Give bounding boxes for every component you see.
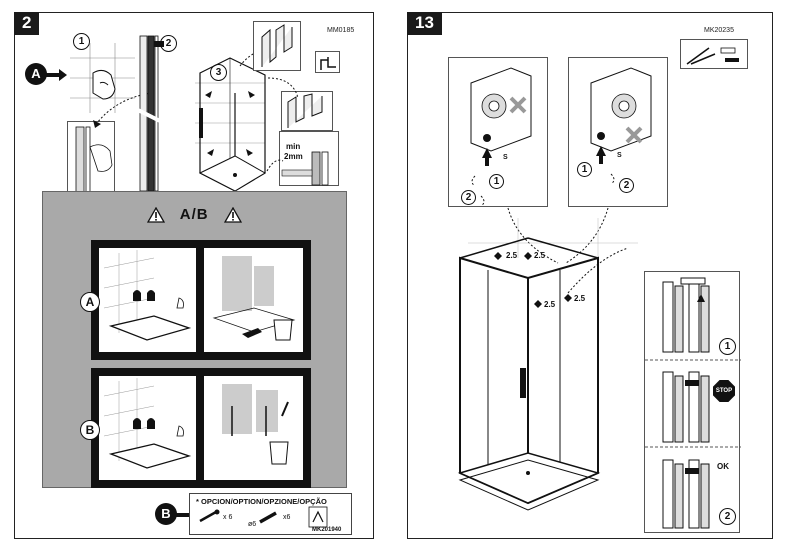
step-2-marker: 2: [461, 190, 476, 205]
step-1-marker: 1: [577, 162, 592, 177]
measurement-label: 2.5: [534, 251, 546, 260]
scenario-b-frame: [91, 368, 311, 488]
screw-icon: [199, 509, 220, 523]
plug-diameter: ø6: [248, 521, 257, 528]
ab-warning-panel: A/B: [42, 191, 347, 488]
part-code: MM0185: [327, 27, 355, 34]
step-2-marker: 2: [719, 508, 736, 525]
enclosure-install-illustration: [195, 57, 266, 192]
measurement-label: 2.5: [574, 294, 586, 303]
handle-icon-inset: [315, 51, 340, 73]
step-1-marker: 1: [719, 338, 736, 355]
warning-triangle-icon: [147, 207, 166, 223]
step-number-badge: 13: [407, 12, 442, 35]
options-title: * OPCION/OPTION/OPZIONE/OPÇÃO: [196, 497, 327, 506]
adjustment-detail-right: S 1 2: [568, 57, 668, 207]
step-3-marker: 3: [210, 64, 227, 81]
dashed-arrow-icon: [93, 92, 153, 128]
s-label: S: [617, 152, 622, 159]
dashed-arrow-icon: [266, 159, 284, 172]
scenario-b-label: B: [80, 420, 100, 440]
measurement-label: 2.5: [544, 300, 556, 309]
scenario-a-tiling: [99, 248, 196, 352]
profile-detail-inset-mid: [281, 91, 333, 131]
profile-detail-inset-top: [253, 21, 301, 71]
instruction-page-step-13: 13 MK20235 S 1 2: [407, 12, 773, 539]
wall-plug-icon: [259, 511, 277, 524]
plug-quantity: x6: [283, 514, 291, 521]
screw-quantity: x 6: [223, 514, 233, 521]
tools-inset: [680, 39, 748, 69]
options-code: MK201940: [312, 527, 342, 533]
corner-enclosure-illustration: [457, 218, 638, 511]
scenario-b-finishing: [204, 376, 303, 480]
step-2-marker: 2: [619, 178, 634, 193]
wall-profile-illustration: [130, 35, 170, 192]
dashed-arrow-icon: [267, 77, 299, 99]
step-1-marker: 1: [73, 33, 90, 50]
detail-inset-profile: [67, 121, 115, 196]
s-label: S: [503, 154, 508, 161]
ab-title-row: A/B: [43, 206, 346, 223]
arrow-right-icon: [45, 69, 67, 81]
scenario-b-tiling: [99, 376, 196, 480]
warning-triangle-icon: [223, 207, 242, 223]
instruction-page-step-2: 2 MM0185 A 1 2 3: [14, 12, 374, 539]
step-1-marker: 1: [489, 174, 504, 189]
adjustment-detail-left: S 1 2: [448, 57, 548, 207]
min-gap-detail-inset: min 2mm: [279, 131, 339, 186]
ok-label: OK: [717, 462, 729, 471]
profile-steps-panel: 1 STOP OK 2: [644, 271, 741, 533]
scenario-a-frame: [91, 240, 311, 360]
measurement-label: 2.5: [506, 251, 518, 260]
hand-check-wall-illustration: [70, 43, 135, 113]
min-gap-label-line2: 2mm: [284, 152, 303, 161]
stop-sign-icon: STOP: [713, 380, 735, 402]
step-number-badge: 2: [14, 12, 40, 35]
ab-title-text: A/B: [179, 206, 209, 223]
part-code: MK20235: [704, 27, 734, 34]
drill-icon: [308, 506, 328, 528]
optional-parts-box: * OPCION/OPTION/OPZIONE/OPÇÃO x 6 ø6 x6 …: [189, 493, 352, 535]
scenario-a-label: A: [80, 292, 100, 312]
min-gap-label-line1: min: [286, 142, 301, 151]
scenario-a-finishing: [204, 248, 303, 352]
callout-a-badge: A: [25, 63, 47, 85]
callout-b-badge: B: [155, 503, 177, 525]
